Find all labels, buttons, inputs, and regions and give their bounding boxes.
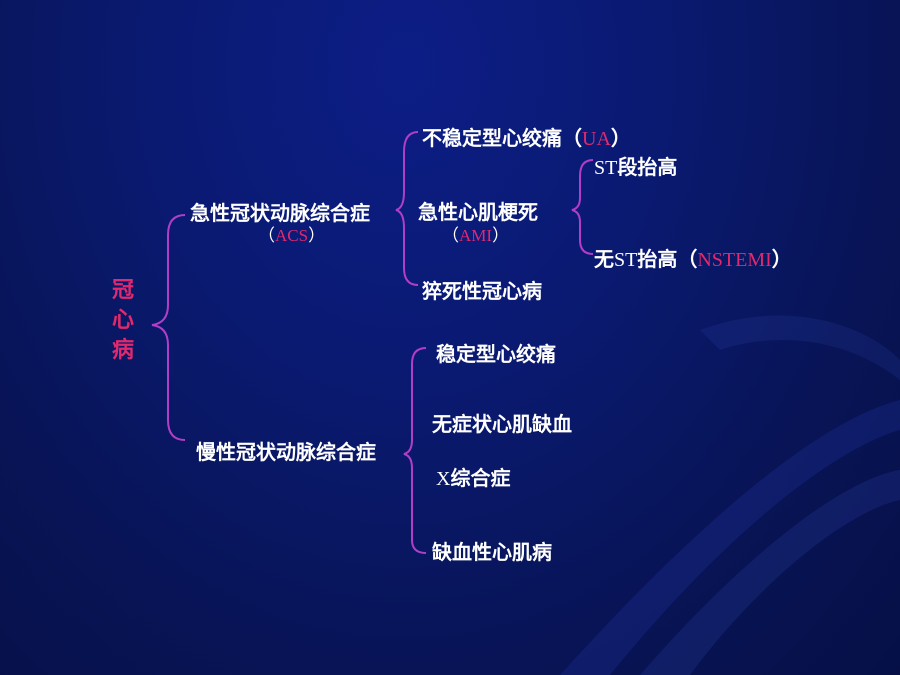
st-elevation-node: ST段抬高 — [594, 155, 677, 180]
stable-angina-label: 稳定型心绞痛 — [436, 342, 556, 366]
ami-close-paren: ） — [492, 226, 510, 246]
acs-abbr: ACS — [275, 226, 309, 245]
nstemi-open-paren: （ — [677, 247, 698, 271]
nstemi-abbr: NSTEMI — [697, 249, 772, 271]
ami-abbr-line: （AMI） — [442, 226, 509, 246]
st-elevation-prefix: ST — [594, 157, 618, 179]
nstemi-prefix: 无 — [594, 247, 614, 271]
chronic-brace — [403, 347, 427, 554]
ua-close-paren: ） — [610, 126, 631, 150]
sudden-death-label: 猝死性冠心病 — [422, 279, 542, 303]
chronic-node: 慢性冠状动脉综合症 — [196, 440, 376, 464]
nstemi-st: ST — [614, 249, 638, 271]
chronic-label: 慢性冠状动脉综合症 — [196, 440, 376, 464]
nstemi-node: 无ST抬高（NSTEMI） — [594, 247, 792, 272]
syndrome-x-node: X综合症 — [436, 466, 510, 491]
st-elevation-label: 段抬高 — [617, 155, 678, 179]
ischemic-cardiomyopathy-label: 缺血性心肌病 — [432, 540, 552, 564]
acs-open-paren: （ — [258, 226, 275, 246]
ami-node: 急性心肌梗死 — [418, 200, 538, 224]
acs-node: 急性冠状动脉综合症 — [190, 201, 370, 225]
syndrome-x-prefix: X — [436, 468, 451, 490]
nstemi-close-paren: ） — [771, 247, 792, 271]
ami-brace — [571, 159, 594, 255]
acs-label: 急性冠状动脉综合症 — [190, 201, 370, 225]
ua-label: 不稳定型心绞痛 — [422, 126, 562, 150]
ua-open-paren: （ — [562, 126, 582, 150]
acs-brace — [395, 131, 419, 286]
ami-label: 急性心肌梗死 — [418, 200, 538, 224]
nstemi-label: 抬高 — [637, 247, 678, 271]
ua-abbr: UA — [582, 128, 611, 150]
silent-ischemia-node: 无症状心肌缺血 — [432, 412, 572, 436]
sudden-death-node: 猝死性冠心病 — [422, 279, 542, 303]
ami-open-paren: （ — [442, 226, 459, 246]
ua-node: 不稳定型心绞痛（UA） — [422, 126, 631, 151]
acs-abbr-line: （ACS） — [258, 226, 325, 246]
ami-abbr: AMI — [459, 226, 493, 245]
stable-angina-node: 稳定型心绞痛 — [436, 342, 556, 366]
syndrome-x-label: 综合症 — [450, 466, 511, 490]
root-brace — [151, 214, 186, 441]
ischemic-cardiomyopathy-node: 缺血性心肌病 — [432, 540, 552, 564]
root-node-coronary-heart-disease: 冠心病 — [111, 278, 134, 363]
acs-close-paren: ） — [308, 226, 326, 246]
silent-ischemia-label: 无症状心肌缺血 — [432, 412, 572, 436]
